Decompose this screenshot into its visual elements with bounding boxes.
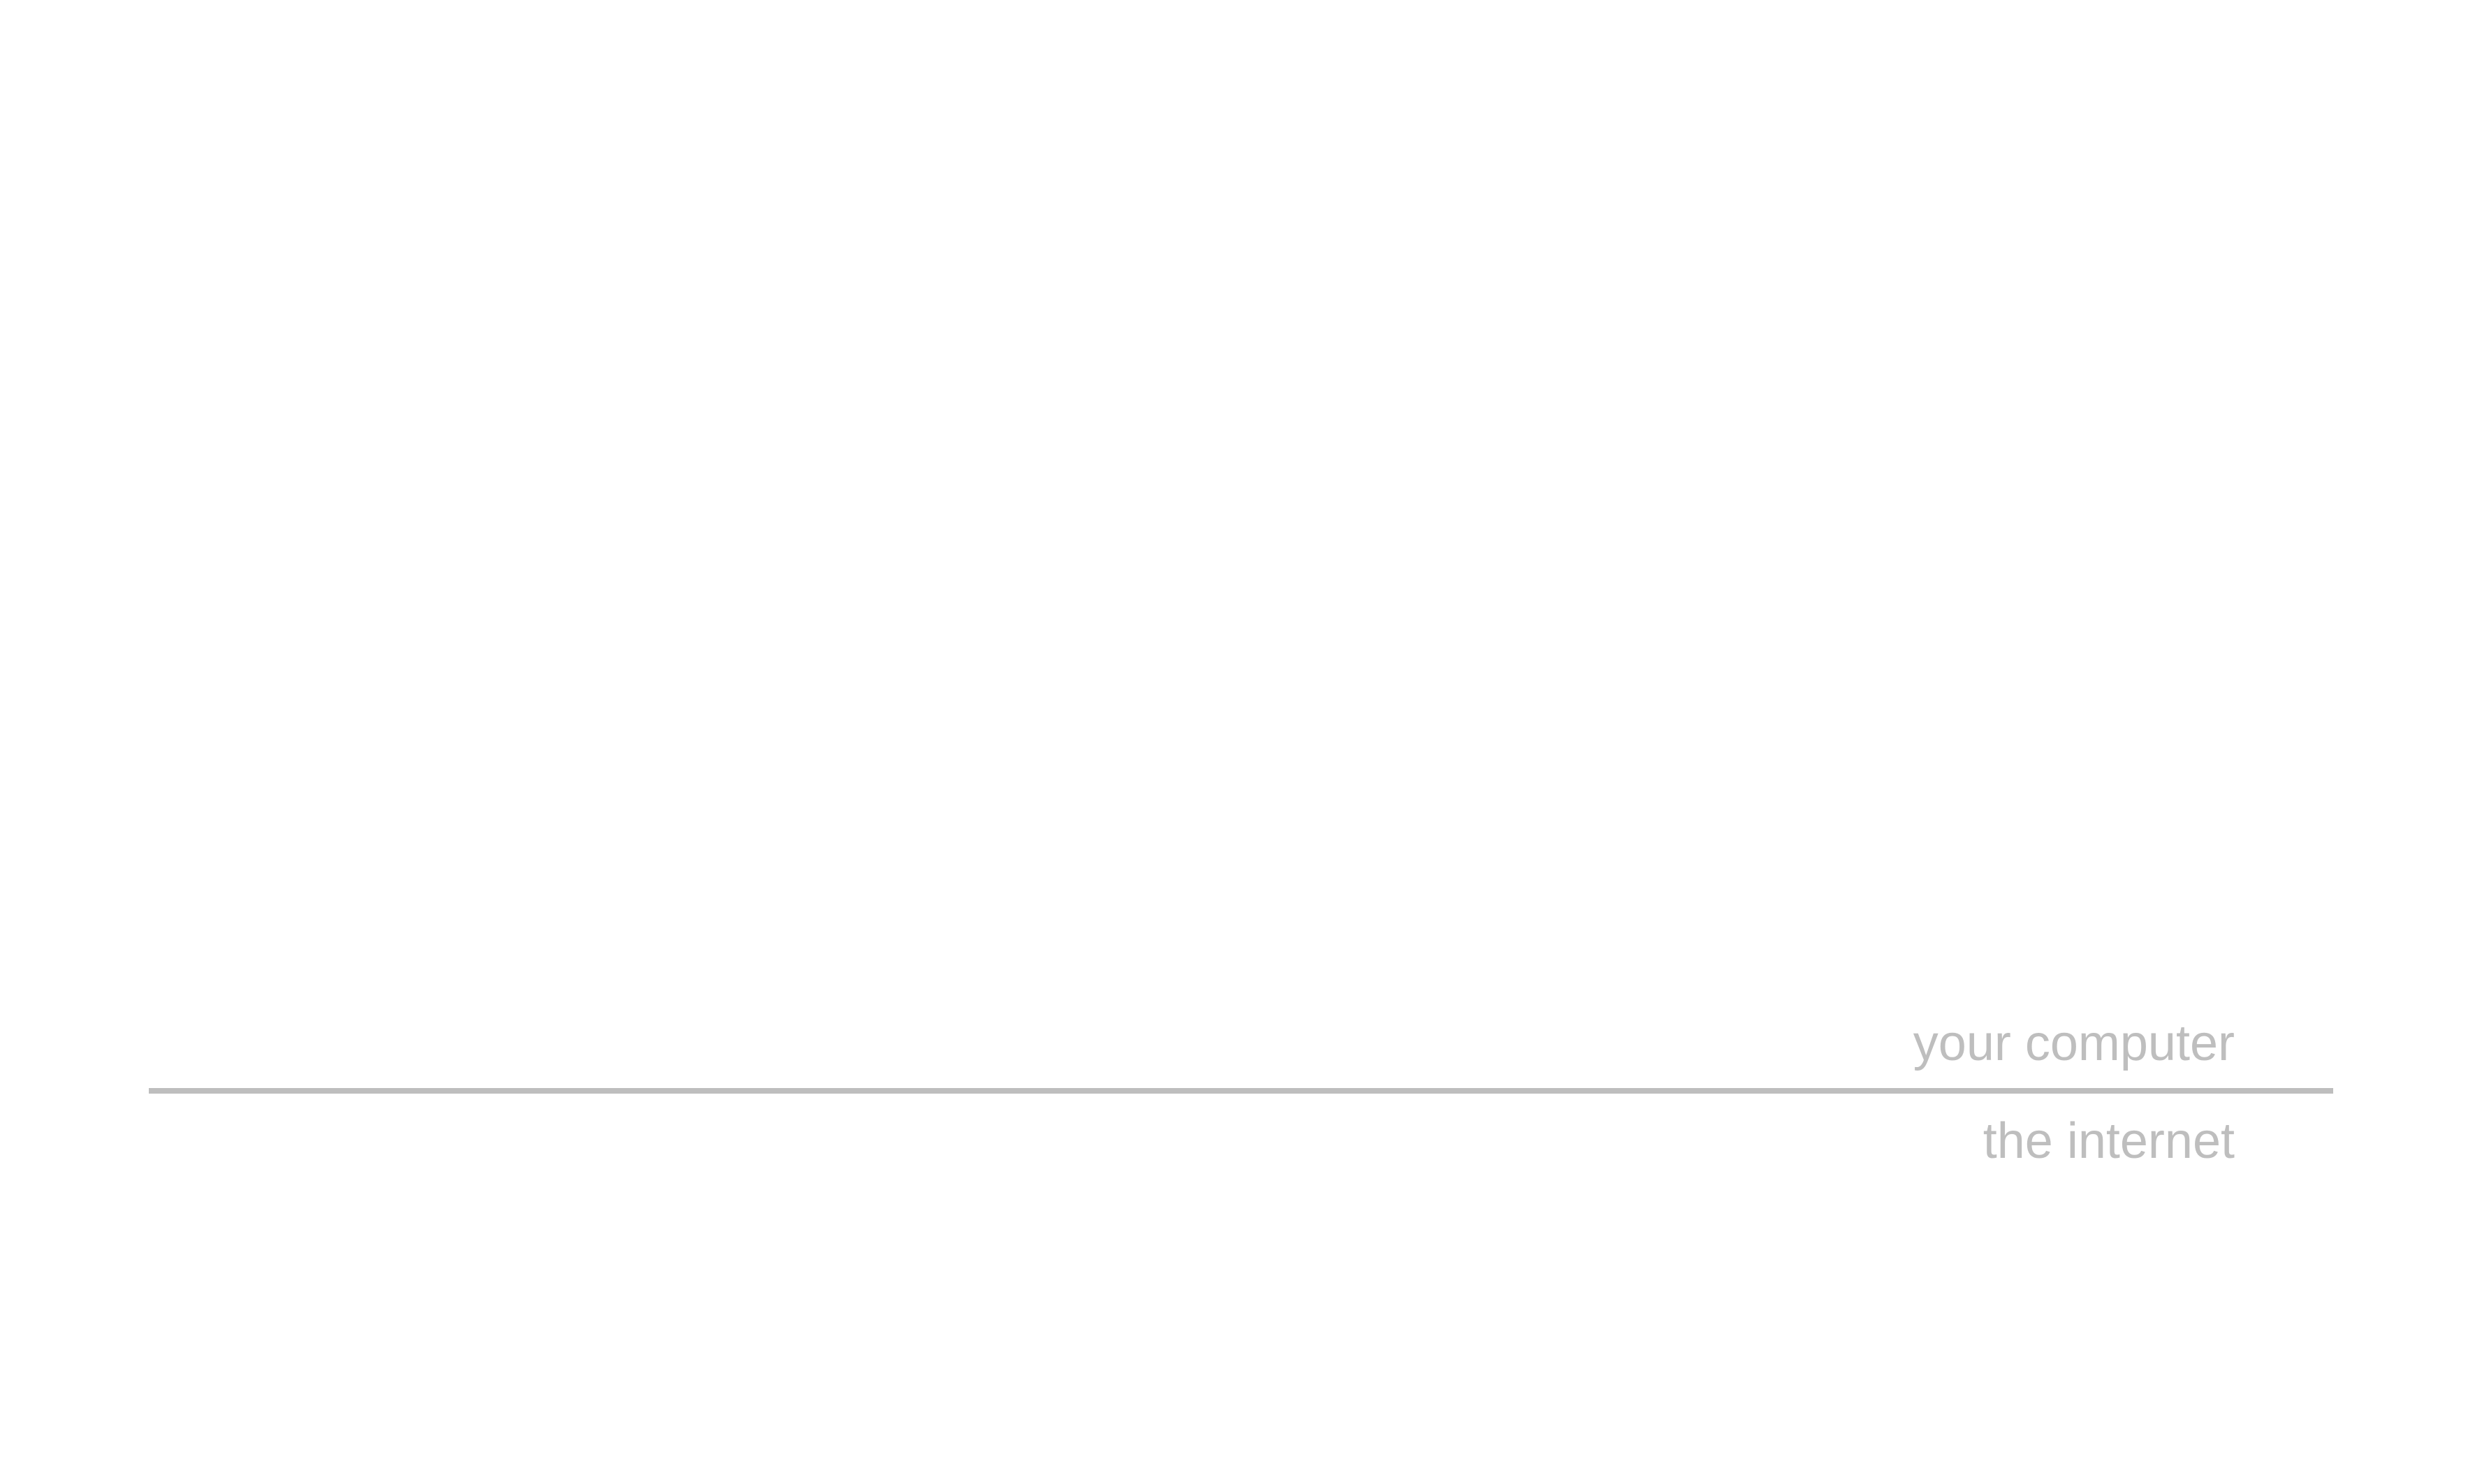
the-internet-label: the internet: [1983, 1113, 2235, 1169]
boundary-line: [149, 1088, 2333, 1094]
your-computer-label: your computer: [1913, 1015, 2235, 1071]
